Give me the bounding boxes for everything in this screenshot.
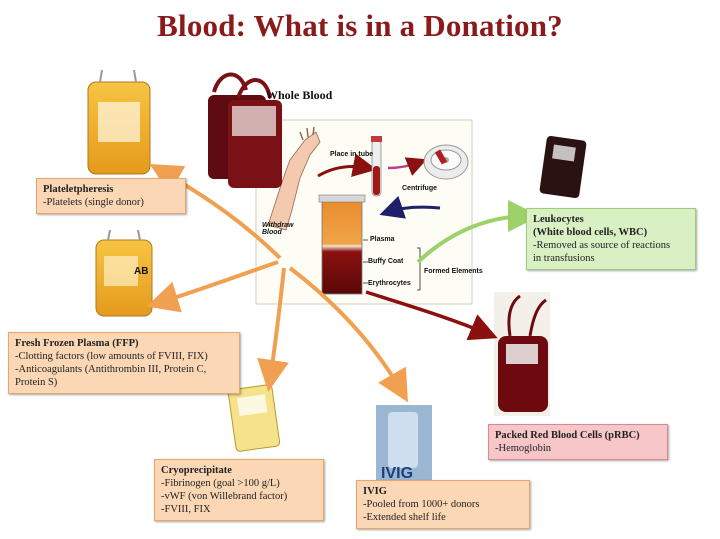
leukocytes-title: Leukocytes — [533, 214, 584, 225]
place-in-tube-label: Place in tube — [330, 151, 374, 158]
plasma-label: Plasma — [370, 236, 395, 243]
cryo-line: -FVIII, FIX — [161, 504, 211, 515]
ffp-bag-label: AB — [134, 266, 148, 277]
leukocytes-line: -Removed as source of reactions — [533, 240, 671, 251]
leukocytes-subtitle: (White blood cells, WBC) — [533, 227, 648, 238]
ffp-line: -Clotting factors (low amounts of FVIII,… — [15, 351, 208, 362]
cryo-box: Cryoprecipitate -Fibrinogen (goal >100 g… — [154, 459, 324, 521]
ffp-line: Protein S) — [15, 377, 58, 388]
arrow-to-prbc — [365, 290, 498, 341]
leukocytes-line: in transfusions — [533, 253, 595, 264]
prbc-bag-image — [494, 292, 550, 416]
process-panel — [255, 119, 473, 305]
cryo-title: Cryoprecipitate — [161, 465, 232, 476]
centrifuge-icon — [423, 144, 469, 180]
plateletpheresis-title: Plateletpheresis — [43, 184, 114, 195]
test-tube-icon — [371, 136, 382, 197]
prbc-box: Packed Red Blood Cells (pRBC) -Hemoglobi… — [488, 424, 668, 460]
ivig-title: IVIG — [363, 486, 387, 497]
whole-blood-bags-image — [208, 72, 282, 188]
ivig-image-label: IVIG — [381, 465, 413, 482]
ivig-line: -Pooled from 1000+ donors — [363, 499, 480, 510]
plateletpheresis-line: -Platelets (single donor) — [43, 197, 144, 208]
ffp-line: -Anticoagulants (Antithrombin III, Prote… — [15, 364, 207, 375]
ivig-image — [376, 405, 432, 483]
leukocytes-box: Leukocytes (White blood cells, WBC) -Rem… — [526, 208, 696, 270]
leukocyte-bag-image — [539, 136, 587, 198]
arrow-to-cryo — [257, 267, 289, 392]
plateletpheresis-box: Plateletpheresis -Platelets (single dono… — [36, 178, 186, 214]
withdraw-blood-label: Withdraw Blood — [262, 222, 294, 236]
erythrocytes-label: Erythrocytes — [368, 280, 411, 287]
ivig-line: -Extended shelf life — [363, 512, 446, 523]
ffp-bag-image — [95, 229, 153, 317]
cryo-line: -vWF (von Willebrand factor) — [161, 491, 288, 502]
place-in-tube-arrow — [317, 153, 377, 178]
arrow-to-ffp — [146, 260, 279, 313]
return-arrow — [379, 195, 441, 219]
arrow-to-ivig — [288, 266, 408, 403]
arrow-to-leukocytes — [416, 200, 540, 264]
ivig-box: IVIG -Pooled from 1000+ donors -Extended… — [356, 480, 530, 529]
cryo-line: -Fibrinogen (goal >100 g/L) — [161, 478, 280, 489]
prbc-title: Packed Red Blood Cells (pRBC) — [495, 430, 640, 441]
ffp-title: Fresh Frozen Plasma (FFP) — [15, 338, 139, 349]
platelet-bag-image — [87, 69, 151, 175]
centrifuge-label: Centrifuge — [402, 185, 437, 192]
page-title: Blood: What is in a Donation? — [157, 8, 563, 43]
separated-blood-tube — [318, 194, 366, 295]
cryo-bag-image — [227, 384, 281, 452]
formed-elements-label: Formed Elements — [424, 268, 483, 275]
whole-blood-label: Whole Blood — [266, 88, 333, 102]
buffy-coat-label: Buffy Coat — [368, 258, 404, 265]
prbc-line: -Hemoglobin — [495, 443, 551, 454]
ffp-box: Fresh Frozen Plasma (FFP) -Clotting fact… — [8, 332, 240, 394]
arm-illustration — [267, 131, 321, 231]
